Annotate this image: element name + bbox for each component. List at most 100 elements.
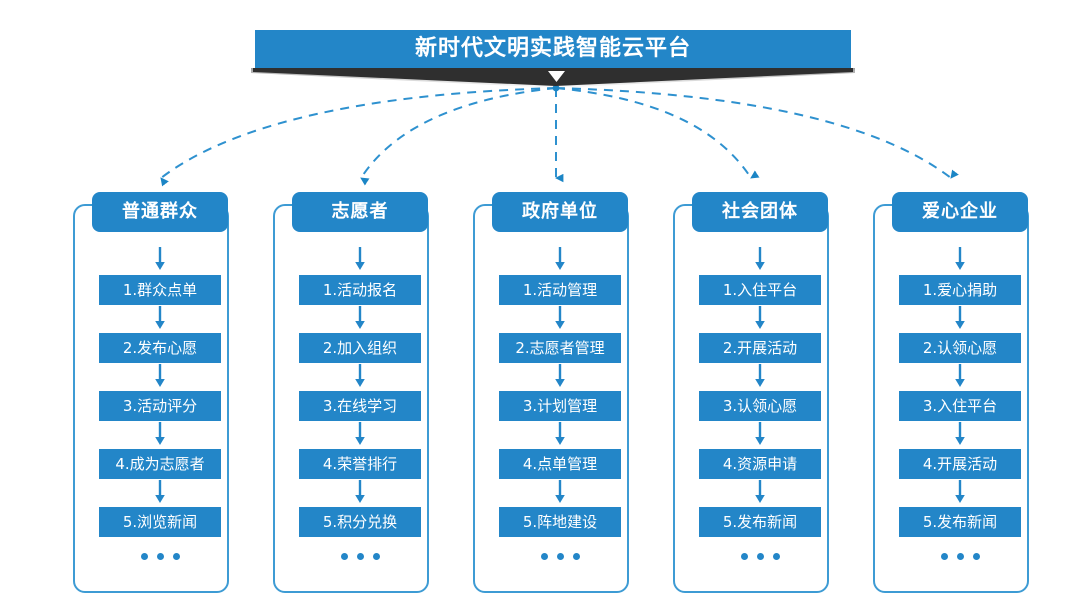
flow-item-public-1[interactable]: 1.群众点单: [99, 275, 221, 305]
arrow-down-icon: [954, 480, 966, 504]
arrow-down-icon: [554, 364, 566, 388]
arrow-down-icon: [954, 247, 966, 271]
dot-icon: [156, 553, 164, 560]
arrow-down-icon: [554, 247, 566, 271]
flow-item-label: 1.爱心捐助: [922, 280, 998, 299]
column-header-public[interactable]: 普通群众: [92, 192, 228, 232]
flow-item-government-4[interactable]: 4.点单管理: [499, 449, 621, 479]
dot-icon: [340, 553, 348, 560]
flow-item-government-1[interactable]: 1.活动管理: [499, 275, 621, 305]
flow-item-label: 5.发布新闻: [722, 512, 798, 531]
flow-item-label: 1.群众点单: [122, 280, 198, 299]
ellipsis-social-group: [699, 553, 821, 560]
arrow-down-icon: [354, 247, 366, 271]
flow-item-public-5[interactable]: 5.浏览新闻: [99, 507, 221, 537]
flow-item-label: 4.点单管理: [522, 454, 598, 473]
ellipsis-volunteer: [299, 553, 421, 560]
flow-item-enterprise-2[interactable]: 2.认领心愿: [899, 333, 1021, 363]
flow-item-volunteer-2[interactable]: 2.加入组织: [299, 333, 421, 363]
arrow-down-icon: [554, 422, 566, 446]
flow-item-label: 2.认领心愿: [922, 338, 998, 357]
flow-item-label: 5.阵地建设: [522, 512, 598, 531]
flow-item-enterprise-4[interactable]: 4.开展活动: [899, 449, 1021, 479]
flow-item-enterprise-5[interactable]: 5.发布新闻: [899, 507, 1021, 537]
arrow-down-icon: [354, 306, 366, 330]
dot-icon: [140, 553, 148, 560]
flow-item-label: 2.加入组织: [322, 338, 398, 357]
arrow-down-icon: [954, 364, 966, 388]
arrow-down-icon: [154, 480, 166, 504]
flow-item-government-2[interactable]: 2.志愿者管理: [499, 333, 621, 363]
connector-to-social-group: [555, 87, 760, 179]
column-header-enterprise[interactable]: 爱心企业: [892, 192, 1028, 232]
flow-item-label: 5.发布新闻: [922, 512, 998, 531]
flow-item-government-5[interactable]: 5.阵地建设: [499, 507, 621, 537]
connector-to-enterprise: [555, 87, 959, 179]
column-header-volunteer[interactable]: 志愿者: [292, 192, 428, 232]
arrow-down-icon: [354, 364, 366, 388]
dot-icon: [956, 553, 964, 560]
flow-item-social-group-1[interactable]: 1.入住平台: [699, 275, 821, 305]
page-title: 新时代文明实践智能云平台: [414, 36, 691, 61]
flow-item-label: 4.成为志愿者: [115, 454, 205, 473]
flow-item-label: 1.入住平台: [722, 280, 798, 299]
flow-item-volunteer-3[interactable]: 3.在线学习: [299, 391, 421, 421]
flow-item-label: 5.积分兑换: [322, 512, 398, 531]
arrow-down-icon: [954, 306, 966, 330]
flow-item-label: 1.活动管理: [522, 280, 598, 299]
arrow-down-icon: [154, 422, 166, 446]
column-header-label: 政府单位: [522, 201, 598, 222]
flow-item-social-group-2[interactable]: 2.开展活动: [699, 333, 821, 363]
dot-icon: [972, 553, 980, 560]
column-header-government[interactable]: 政府单位: [492, 192, 628, 232]
flow-item-government-3[interactable]: 3.计划管理: [499, 391, 621, 421]
dot-icon: [572, 553, 580, 560]
arrow-down-icon: [754, 480, 766, 504]
flow-item-label: 2.开展活动: [722, 338, 798, 357]
dot-icon: [740, 553, 748, 560]
arrow-down-icon: [554, 306, 566, 330]
flow-item-label: 3.认领心愿: [722, 396, 798, 415]
column-header-social-group[interactable]: 社会团体: [692, 192, 828, 232]
flow-item-label: 4.资源申请: [722, 454, 798, 473]
flow-item-public-3[interactable]: 3.活动评分: [99, 391, 221, 421]
flow-item-label: 2.志愿者管理: [515, 338, 605, 357]
column-header-label: 普通群众: [122, 201, 198, 222]
connector-to-volunteer: [360, 87, 557, 186]
flow-item-public-4[interactable]: 4.成为志愿者: [99, 449, 221, 479]
flow-item-label: 3.活动评分: [122, 396, 198, 415]
flow-item-volunteer-1[interactable]: 1.活动报名: [299, 275, 421, 305]
flow-item-enterprise-3[interactable]: 3.入住平台: [899, 391, 1021, 421]
flow-item-social-group-4[interactable]: 4.资源申请: [699, 449, 821, 479]
flow-item-label: 3.计划管理: [522, 396, 598, 415]
column-header-label: 社会团体: [722, 201, 798, 222]
dot-icon: [356, 553, 364, 560]
arrow-down-icon: [154, 364, 166, 388]
flow-item-social-group-3[interactable]: 3.认领心愿: [699, 391, 821, 421]
arrow-down-icon: [754, 247, 766, 271]
dot-icon: [556, 553, 564, 560]
dot-icon: [372, 553, 380, 560]
ellipsis-public: [99, 553, 221, 560]
flow-item-label: 3.入住平台: [922, 396, 998, 415]
arrow-down-icon: [154, 247, 166, 271]
dot-icon: [540, 553, 548, 560]
flow-item-label: 1.活动报名: [322, 280, 398, 299]
ellipsis-government: [499, 553, 621, 560]
flow-item-label: 2.发布心愿: [122, 338, 198, 357]
dot-icon: [772, 553, 780, 560]
arrow-down-icon: [354, 480, 366, 504]
flow-item-volunteer-4[interactable]: 4.荣誉排行: [299, 449, 421, 479]
dot-icon: [756, 553, 764, 560]
arrow-down-icon: [754, 364, 766, 388]
connector-to-public: [160, 87, 557, 187]
flow-item-label: 4.荣誉排行: [322, 454, 398, 473]
flow-item-public-2[interactable]: 2.发布心愿: [99, 333, 221, 363]
flow-item-enterprise-1[interactable]: 1.爱心捐助: [899, 275, 1021, 305]
dot-icon: [172, 553, 180, 560]
arrow-down-icon: [554, 480, 566, 504]
flow-item-volunteer-5[interactable]: 5.积分兑换: [299, 507, 421, 537]
column-header-label: 爱心企业: [922, 201, 998, 222]
flow-item-social-group-5[interactable]: 5.发布新闻: [699, 507, 821, 537]
